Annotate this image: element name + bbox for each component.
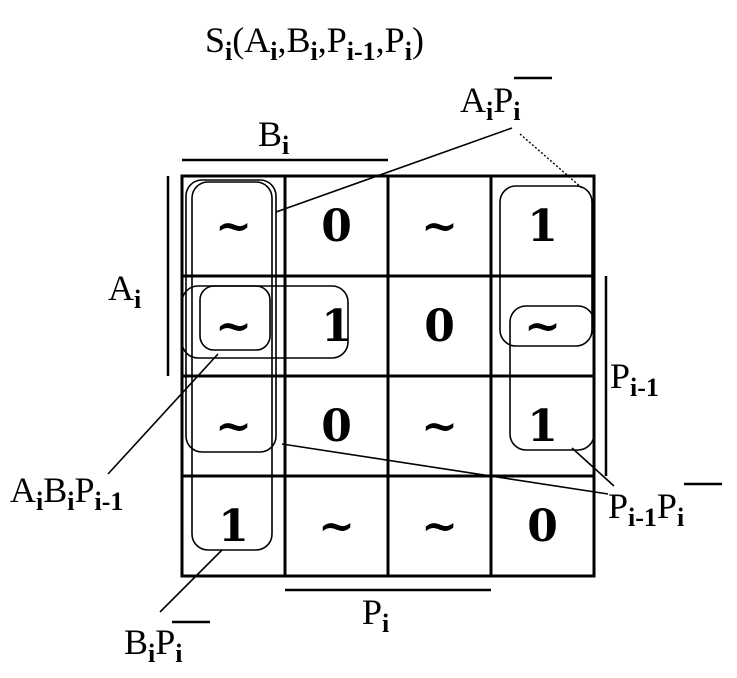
bi-label: Bi <box>258 114 289 160</box>
cell-r0-c3: 1 <box>527 201 558 252</box>
cell-r0-c2: ~ <box>421 201 458 252</box>
implicant-loops <box>181 179 595 551</box>
loop-pi1-not-pi-left <box>181 285 349 359</box>
cell-r0-c1: 0 <box>321 201 352 252</box>
cell-r2-c0: ~ <box>215 401 252 452</box>
cell-r2-c2: ~ <box>421 401 458 452</box>
cell-r0-c0: ~ <box>215 201 252 252</box>
cell-r1-c3: ~ <box>524 301 561 352</box>
cell-r2-c3: 1 <box>527 401 558 452</box>
cell-r3-c1: ~ <box>318 501 355 552</box>
map-cells: ~0 ~1 ~1 0 ~ ~0 ~1 1 ~ ~0 <box>215 201 561 552</box>
cell-r2-c1: 0 <box>321 401 352 452</box>
loop-ai-not-pi-right <box>499 185 593 347</box>
map-grid <box>180 174 596 578</box>
cell-r3-c2: ~ <box>421 501 458 552</box>
ai-label: Ai <box>108 268 141 314</box>
cell-r3-c3: 0 <box>527 501 558 552</box>
cell-r1-c2: 0 <box>424 301 455 352</box>
cell-r1-c0: ~ <box>215 301 252 352</box>
loop-bi-not-pi <box>191 181 273 551</box>
loop-ai-not-pi-left <box>185 179 277 453</box>
pi-label: Pi <box>362 592 389 638</box>
cell-r3-c0: 1 <box>218 501 249 552</box>
loop-pi1-not-pi-right <box>509 305 595 451</box>
term-ai-not-pi: AiPi <box>460 80 521 126</box>
cell-r1-c1: 1 <box>321 301 352 352</box>
leader-lines <box>107 127 615 613</box>
term-ai-bi-pi1: AiBiPi-1 <box>10 470 123 516</box>
term-pi1-not-pi: Pi-1Pi <box>608 486 684 532</box>
term-bi-not-pi: BiPi <box>124 622 183 668</box>
map-title: Si(Ai,Bi,Pi-1,Pi) <box>205 20 424 66</box>
pi1-label: Pi-1 <box>610 356 659 402</box>
